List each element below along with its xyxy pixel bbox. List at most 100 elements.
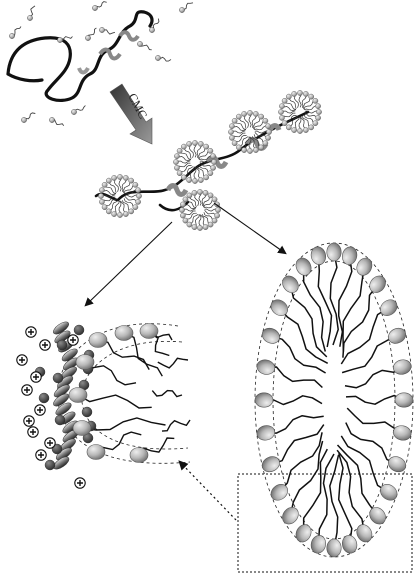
micelle-head (198, 141, 204, 147)
plus-sign (47, 440, 53, 446)
micelle-head (186, 221, 193, 228)
micelle-head (262, 140, 269, 147)
micelle-head (192, 140, 198, 146)
necklace-complex-group (94, 90, 322, 231)
micelle-head (202, 190, 209, 196)
micelle-head (197, 189, 203, 195)
micelle-head (174, 165, 180, 171)
hydrophobic-tail (340, 435, 390, 493)
micelle-head (211, 196, 218, 203)
micelle-head (258, 113, 265, 120)
micelle-head (198, 177, 204, 183)
micelle-head (241, 147, 247, 153)
helix-segment (54, 330, 71, 344)
micelle-head (291, 127, 297, 133)
micelle-head (258, 144, 265, 151)
micelle-head (312, 120, 319, 127)
free-surfactant (92, 1, 107, 11)
free-surfactant (9, 26, 22, 39)
micelle-head (235, 113, 242, 120)
bound-micelle (173, 140, 217, 184)
helix-segment (61, 348, 78, 362)
micelle-head (297, 128, 303, 134)
hydrophobic-tail (81, 417, 166, 431)
free-surfactant (149, 18, 160, 33)
hydrophobic-tail (123, 332, 163, 377)
positive-charge-ball (44, 437, 56, 449)
micelle-head (247, 148, 253, 154)
micelle-head (303, 91, 309, 97)
pointer-arrow-dotted (178, 460, 237, 521)
plus-sign (70, 337, 76, 343)
micelle-head (176, 147, 183, 154)
surfactant-head (295, 257, 312, 276)
hydrophobic-tail (342, 266, 366, 352)
micelle-head (174, 153, 180, 159)
micelle-head (210, 153, 216, 159)
positive-charge-ball (67, 334, 79, 346)
micelle-head (253, 111, 259, 117)
micelle-head (135, 199, 141, 205)
micelle-head (262, 117, 269, 124)
micelle-head (265, 123, 271, 129)
micelle-head (173, 159, 179, 165)
hydrophobic-tail (270, 424, 325, 465)
micelle-head (229, 135, 235, 141)
hydrophobic-tail (265, 366, 323, 389)
hydrophobic-tail (270, 335, 326, 374)
micelle-head (207, 147, 214, 154)
bound-micelle (98, 174, 142, 218)
closeup-interface (16, 321, 191, 489)
micelle-head (186, 177, 192, 183)
hydrophobic-tail (336, 449, 366, 534)
hydrophobic-tail (346, 407, 403, 434)
micelle-head (105, 208, 112, 215)
negative-charge-ball (81, 406, 93, 418)
positive-charge-ball (16, 354, 28, 366)
micelle-head (253, 147, 259, 153)
surfactant-head (356, 524, 373, 543)
free-surfactant (27, 5, 36, 21)
micelle-head (291, 91, 297, 97)
surfactant-head (388, 327, 407, 344)
micelle-head (214, 212, 220, 219)
positive-charge-ball (39, 339, 51, 351)
bound-micelle (278, 90, 322, 134)
micelle-head (312, 97, 319, 104)
surfactant-head (57, 37, 63, 43)
micelle-head (308, 124, 315, 131)
positive-charge-ball (34, 404, 46, 416)
micelle-head (281, 120, 288, 127)
surfactant-head (326, 538, 342, 558)
large-micelle-head-group (254, 242, 414, 558)
surfactant-head (394, 392, 414, 408)
hydrophobic-tail (289, 284, 328, 358)
plus-sign (42, 342, 48, 348)
micelle-head (315, 115, 321, 121)
surfactant-head (380, 484, 398, 501)
micelle-head (285, 124, 292, 131)
micelle-head (228, 129, 234, 135)
free-surfactant (137, 41, 152, 51)
plus-sign (37, 407, 43, 413)
surfactant-head (137, 41, 143, 47)
micelle-head (111, 175, 117, 181)
surfactant-head (295, 524, 312, 543)
plus-sign (28, 329, 34, 335)
micelle-head (316, 109, 322, 115)
plus-sign (19, 357, 25, 363)
large-micelle-inner-boundary (272, 260, 396, 540)
positive-charge-ball (35, 449, 47, 461)
surfactant-head (256, 359, 276, 375)
micelle-head (135, 187, 141, 193)
large-micelle-outer-boundary (254, 242, 414, 558)
free-surfactant (57, 36, 73, 43)
free-surfactant (99, 27, 116, 35)
micelle-head (203, 174, 210, 181)
micelle-head (180, 201, 186, 208)
surfactant-head (380, 299, 398, 316)
hydrophobic-tail (157, 357, 189, 369)
surfactant-head (326, 242, 342, 262)
micelle-head (279, 103, 285, 109)
